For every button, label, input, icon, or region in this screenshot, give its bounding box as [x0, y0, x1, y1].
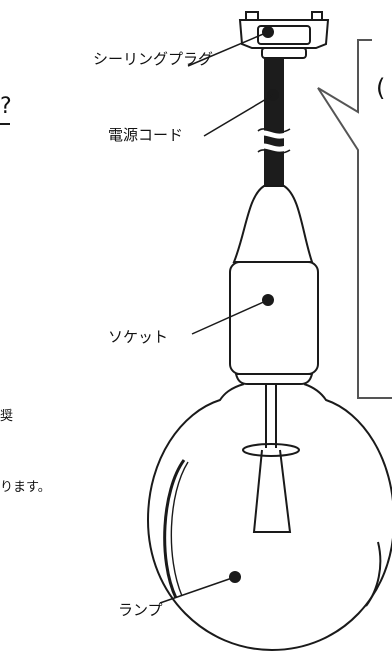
cord-break-mark	[256, 143, 292, 152]
left-fragment-word2: ります。	[0, 480, 51, 495]
lamp-shape	[146, 383, 392, 652]
left-fragment-word1: 奨	[0, 409, 14, 424]
ceiling-plug-shape	[238, 11, 330, 59]
socket-leader	[191, 299, 269, 335]
ceiling-plug-leader	[187, 31, 269, 67]
right-fragment: (	[376, 74, 386, 102]
socket-shape	[229, 261, 319, 375]
socket-cap-shape	[232, 185, 314, 263]
cord-shape	[264, 58, 284, 188]
lamp-label: ランプ	[118, 601, 163, 619]
power-cord-label: 電源コード	[108, 126, 184, 144]
socket-label: ソケット	[108, 328, 169, 346]
callout-bubble	[317, 39, 392, 399]
left-fragment-top: ?	[0, 94, 12, 119]
ceiling-plug-label: シーリングプラグ	[93, 50, 214, 68]
cord-break-mark	[256, 130, 292, 139]
lamp-leader	[159, 576, 236, 604]
power-cord-leader	[203, 94, 274, 137]
